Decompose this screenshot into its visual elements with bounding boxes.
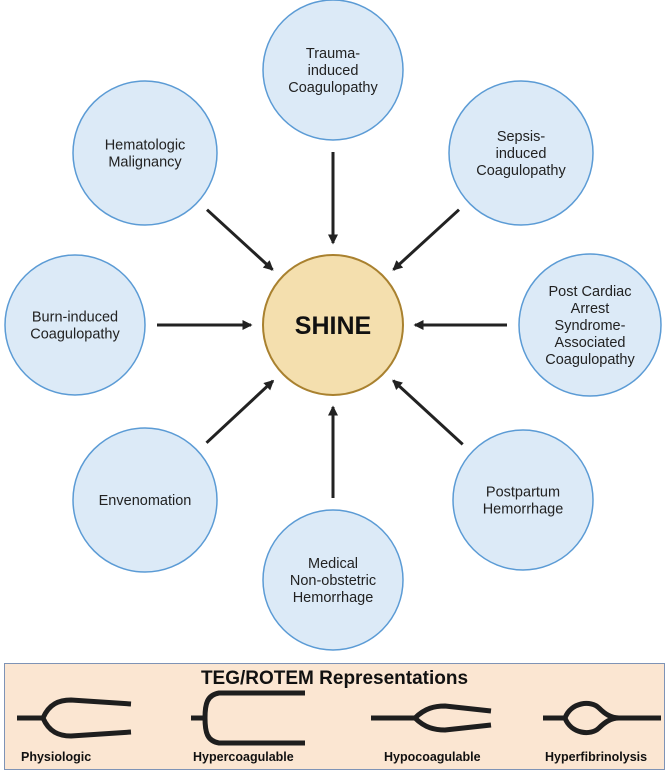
legend-title: TEG/ROTEM Representations	[200, 668, 469, 689]
node-circle-post-cardiac-arrest	[518, 253, 662, 397]
node-envenomation: Envenomation	[72, 427, 218, 573]
hypercoagulable-trace-icon	[191, 690, 305, 746]
legend-label-physiologic: Physiologic	[21, 750, 92, 764]
node-label-line: Sepsis-	[497, 129, 546, 145]
node-label-line: Coagulopathy	[476, 163, 566, 179]
node-label-line: Syndrome-	[555, 318, 626, 334]
arrow-sepsis-to-center	[392, 208, 461, 271]
node-label-line: induced	[308, 63, 359, 79]
node-label-envenomation: Envenomation	[99, 493, 192, 509]
node-label-line: Trauma-	[306, 46, 360, 62]
center-node: SHINE	[262, 254, 404, 396]
center-label: SHINE	[295, 312, 371, 340]
legend-label-hyperfibrinolysis: Hyperfibrinolysis	[545, 750, 648, 764]
node-label-line: Associated	[555, 335, 626, 351]
node-label-line: induced	[496, 146, 547, 162]
hyperfibrinolysis-trace-icon	[543, 700, 661, 736]
legend-panel: TEG/ROTEM Representations Physiologic Hy…	[4, 663, 665, 770]
physiologic-trace-icon	[17, 697, 132, 739]
node-label-line: Burn-induced	[32, 310, 118, 326]
center-circle	[262, 254, 404, 396]
node-label-line: Coagulopathy	[545, 352, 635, 368]
node-label-line: Post Cardiac	[548, 284, 631, 300]
node-label-line: Hemorrhage	[293, 590, 374, 606]
node-circle-medical-non-obstetric	[262, 509, 404, 651]
legend-label-hypercoagulable: Hypercoagulable	[193, 750, 294, 764]
node-label-line: Non-obstetric	[290, 573, 376, 589]
arrow-postpartum-to-center	[392, 379, 464, 446]
arrows-layer	[157, 152, 507, 498]
arrow-envenomation-to-center	[205, 379, 275, 444]
node-label-line: Hematologic	[105, 138, 186, 154]
node-label-line: Malignancy	[108, 155, 182, 171]
node-circle-envenomation	[72, 427, 218, 573]
arrow-hematologic-malignancy-to-center	[205, 208, 274, 271]
node-circle-hematologic-malignancy	[72, 80, 218, 226]
node-label-line: Hemorrhage	[483, 502, 564, 518]
node-label-line: Envenomation	[99, 493, 192, 509]
legend-label-hypocoagulable: Hypocoagulable	[384, 750, 481, 764]
hypocoagulable-trace-icon	[371, 703, 492, 733]
node-label-line: Arrest	[571, 301, 610, 317]
node-circle-postpartum	[452, 429, 594, 571]
node-label-line: Postpartum	[486, 485, 560, 501]
node-circle-sepsis	[448, 80, 594, 226]
node-label-line: Coagulopathy	[30, 327, 120, 343]
node-circle-burn	[4, 254, 146, 396]
node-circle-trauma	[262, 0, 404, 141]
node-label-line: Medical	[308, 556, 358, 572]
node-label-line: Coagulopathy	[288, 80, 378, 96]
legend-shapes	[17, 690, 661, 746]
